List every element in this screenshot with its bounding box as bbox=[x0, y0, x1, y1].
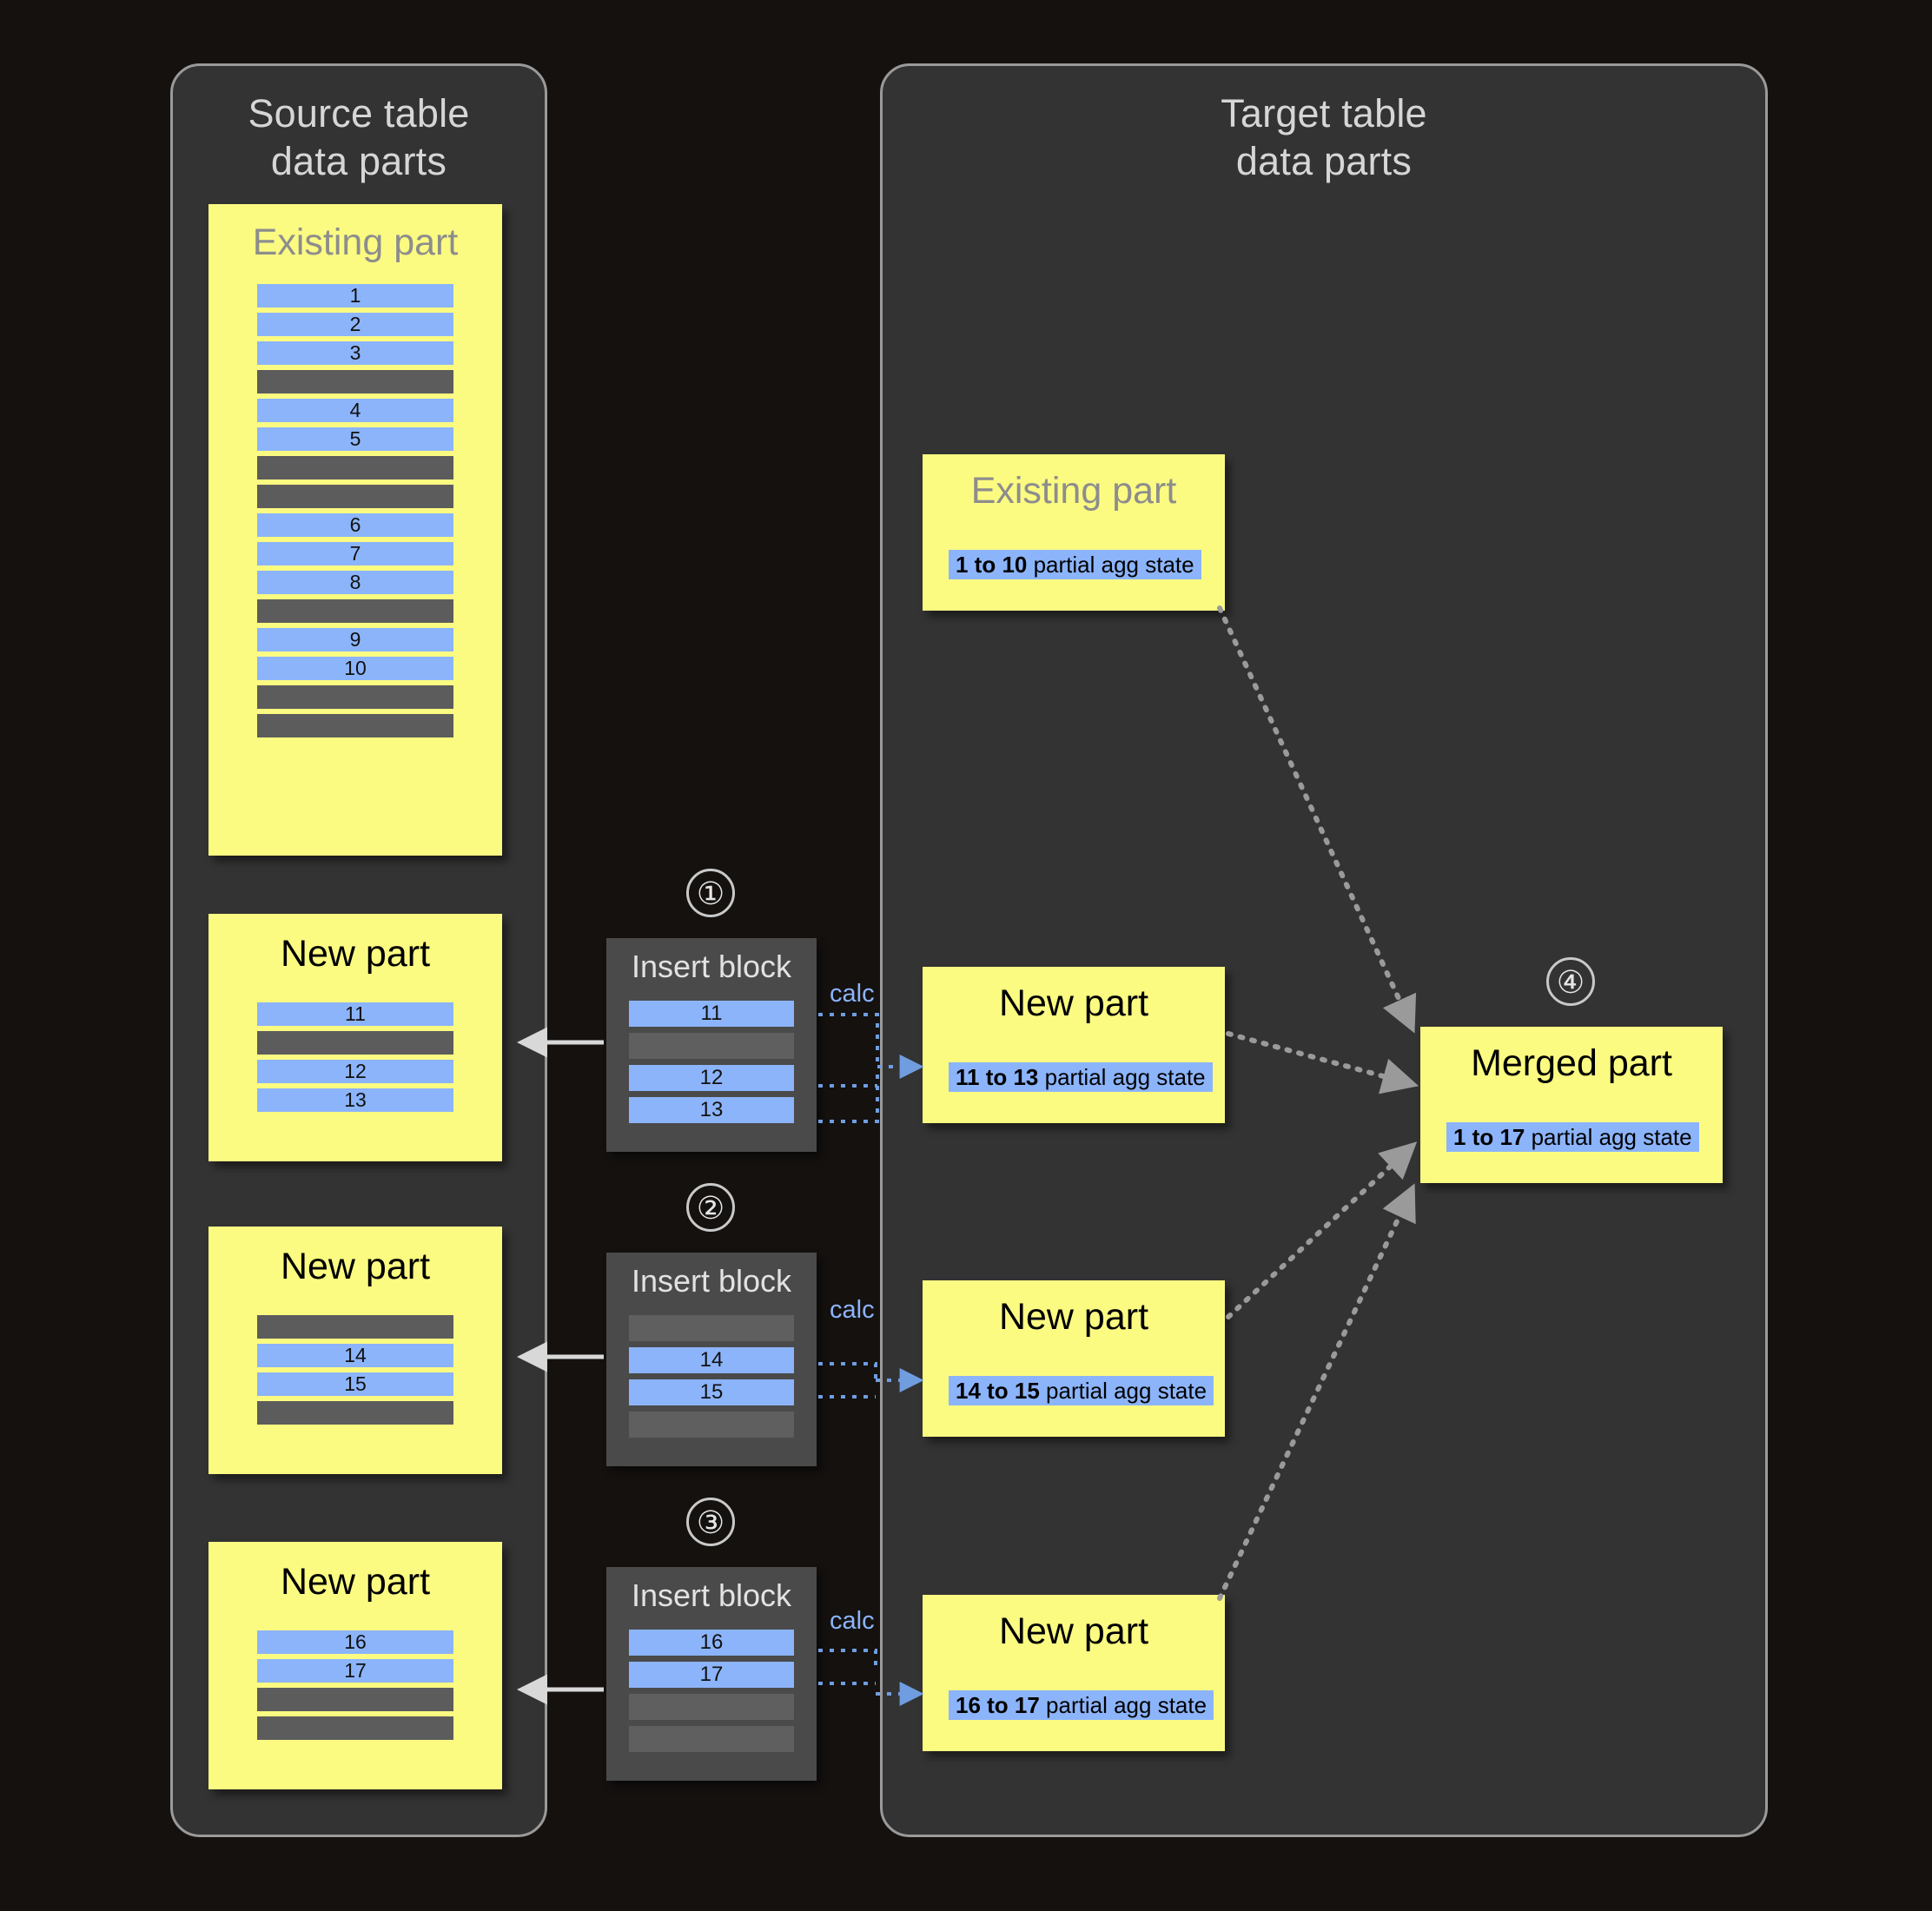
data-row-value: 10 bbox=[257, 657, 453, 680]
insert-block-1-title: Insert block bbox=[631, 949, 792, 984]
step-number-2: ② bbox=[686, 1183, 735, 1232]
target-new-part-3: New part 16 to 17 partial agg state bbox=[923, 1595, 1225, 1751]
step-number-1: ① bbox=[686, 869, 735, 917]
source-existing-part-title: Existing part bbox=[252, 222, 459, 263]
merged-part-title: Merged part bbox=[1471, 1042, 1672, 1084]
source-existing-part: Existing part 1 2 3 4 5 6 7 8 9 10 bbox=[208, 204, 502, 856]
data-row-empty bbox=[629, 1033, 794, 1059]
data-row-value: 15 bbox=[257, 1372, 453, 1396]
target-new-part-3-title: New part bbox=[998, 1610, 1149, 1652]
data-row-empty bbox=[257, 1401, 453, 1425]
agg-range-text: 11 to 13 bbox=[956, 1064, 1039, 1090]
insert-block-2-title: Insert block bbox=[631, 1263, 792, 1299]
target-new-part-1: New part 11 to 13 partial agg state bbox=[923, 967, 1225, 1123]
data-row-value: 2 bbox=[257, 313, 453, 336]
data-row-value: 11 bbox=[257, 1002, 453, 1026]
data-row-value: 6 bbox=[257, 513, 453, 537]
data-row-value: 15 bbox=[629, 1379, 794, 1405]
target-existing-part: Existing part 1 to 10 partial agg state bbox=[923, 454, 1225, 611]
data-row-empty bbox=[257, 485, 453, 508]
data-row-value: 16 bbox=[629, 1630, 794, 1656]
agg-range-text: 1 to 17 bbox=[1453, 1124, 1525, 1150]
data-row-empty bbox=[257, 1315, 453, 1339]
step-number-3: ③ bbox=[686, 1498, 735, 1546]
source-existing-part-rows: 1 2 3 4 5 6 7 8 9 10 bbox=[208, 284, 502, 743]
data-row-empty bbox=[257, 370, 453, 393]
target-new-part-1-title: New part bbox=[998, 982, 1149, 1024]
agg-suffix-text: partial agg state bbox=[1039, 1692, 1208, 1718]
target-new-part-2: New part 14 to 15 partial agg state bbox=[923, 1280, 1225, 1437]
agg-suffix-text: partial agg state bbox=[1038, 1064, 1206, 1090]
calc-label-3: calc bbox=[830, 1607, 875, 1635]
data-row-value: 12 bbox=[257, 1060, 453, 1083]
agg-suffix-text: partial agg state bbox=[1039, 1378, 1208, 1404]
agg-range-text: 16 to 17 bbox=[956, 1692, 1040, 1718]
data-row-empty bbox=[257, 685, 453, 709]
data-row-empty bbox=[257, 1716, 453, 1740]
source-new-part-1: New part 11 12 13 bbox=[208, 914, 502, 1161]
insert-block-3-title: Insert block bbox=[631, 1577, 792, 1613]
data-row-value: 13 bbox=[629, 1097, 794, 1123]
data-row-empty bbox=[257, 714, 453, 737]
data-row-value: 14 bbox=[257, 1344, 453, 1367]
data-row-value: 14 bbox=[629, 1347, 794, 1373]
data-row-value: 9 bbox=[257, 628, 453, 651]
calc-label-2: calc bbox=[830, 1296, 875, 1324]
data-row-empty bbox=[257, 1031, 453, 1055]
data-row-value: 8 bbox=[257, 571, 453, 594]
target-table-panel bbox=[880, 63, 1768, 1837]
data-row-value: 17 bbox=[257, 1659, 453, 1683]
target-table-panel-title: Target table data parts bbox=[1221, 91, 1427, 183]
source-table-panel-title: Source table data parts bbox=[248, 91, 470, 183]
step-number-4: ④ bbox=[1546, 957, 1595, 1006]
data-row-value: 12 bbox=[629, 1065, 794, 1091]
merged-part: Merged part 1 to 17 partial agg state bbox=[1420, 1027, 1723, 1183]
data-row-value: 16 bbox=[257, 1630, 453, 1654]
data-row-empty bbox=[629, 1694, 794, 1720]
target-new-part-3-agg-chip: 16 to 17 partial agg state bbox=[949, 1690, 1214, 1720]
calc-label-1: calc bbox=[830, 980, 875, 1008]
target-existing-part-agg-chip: 1 to 10 partial agg state bbox=[949, 550, 1201, 579]
data-row-value: 17 bbox=[629, 1662, 794, 1688]
agg-range-text: 14 to 15 bbox=[956, 1378, 1040, 1404]
data-row-empty bbox=[257, 599, 453, 623]
target-existing-part-title: Existing part bbox=[970, 470, 1177, 512]
target-new-part-1-agg-chip: 11 to 13 partial agg state bbox=[949, 1062, 1213, 1092]
source-new-part-3-title: New part bbox=[280, 1561, 431, 1603]
data-row-empty bbox=[629, 1412, 794, 1438]
agg-suffix-text: partial agg state bbox=[1027, 552, 1194, 578]
data-row-value: 3 bbox=[257, 341, 453, 365]
merged-part-agg-chip: 1 to 17 partial agg state bbox=[1446, 1122, 1699, 1152]
data-row-empty bbox=[257, 456, 453, 479]
data-row-value: 7 bbox=[257, 542, 453, 565]
agg-range-text: 1 to 10 bbox=[956, 552, 1028, 578]
data-row-value: 5 bbox=[257, 427, 453, 451]
target-new-part-2-title: New part bbox=[998, 1296, 1149, 1338]
data-row-value: 13 bbox=[257, 1088, 453, 1112]
agg-suffix-text: partial agg state bbox=[1525, 1124, 1692, 1150]
data-row-empty bbox=[257, 1688, 453, 1711]
target-new-part-2-agg-chip: 14 to 15 partial agg state bbox=[949, 1376, 1214, 1405]
data-row-value: 1 bbox=[257, 284, 453, 307]
data-row-empty bbox=[629, 1726, 794, 1752]
data-row-empty bbox=[629, 1315, 794, 1341]
source-new-part-1-rows: 11 12 13 bbox=[208, 1002, 502, 1117]
source-new-part-1-title: New part bbox=[280, 933, 431, 975]
insert-block-1-rows: 11 12 13 bbox=[606, 1001, 817, 1129]
insert-block-1: Insert block 11 12 13 bbox=[606, 938, 817, 1152]
data-row-value: 4 bbox=[257, 399, 453, 422]
source-new-part-2-title: New part bbox=[280, 1246, 431, 1287]
data-row-value: 11 bbox=[629, 1001, 794, 1027]
